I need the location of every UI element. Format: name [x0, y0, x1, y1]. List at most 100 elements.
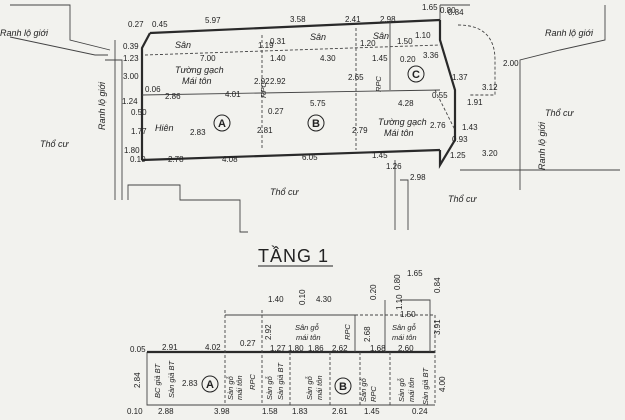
dim-label: 0.93: [452, 135, 468, 144]
dim-label: 0.05: [130, 345, 146, 354]
tin-roof-label: mái tôn: [315, 375, 324, 400]
wall-label: Tường gạch: [175, 65, 224, 75]
dim-label: 2.83: [190, 128, 206, 137]
dim-label: 4.30: [316, 295, 332, 304]
porch-label: Hiên: [155, 123, 174, 133]
tin-roof-label: mái tôn: [296, 333, 321, 342]
dim-label: 1.20: [360, 39, 376, 48]
dim-label: 2.91: [162, 343, 178, 352]
dim-label: 1.68: [370, 344, 386, 353]
dim-label: 2.65: [348, 73, 364, 82]
dim-label: 1.27: [270, 344, 286, 353]
dim-label: 0.84: [448, 8, 464, 17]
dim-label: 0.80: [440, 6, 456, 15]
dim-label: 1.50: [400, 310, 416, 319]
road-boundary-label: Ranh lộ giới: [537, 121, 547, 170]
roof-label: Mái tôn: [384, 128, 414, 138]
dim-label: 1.10: [395, 294, 404, 310]
dim-label: 1.45: [364, 407, 380, 416]
lower-plan-dimensions: 1.65 0.80 0.84 0.20 0.10 1.40 4.30 1.50 …: [127, 269, 447, 416]
dim-label: 0.10: [130, 155, 146, 164]
dim-label: 1.80: [288, 344, 304, 353]
dim-label: 4.02: [205, 343, 221, 352]
residential-land-label: Thổ cư: [40, 139, 70, 149]
dim-label: 7.00: [200, 54, 216, 63]
tin-roof-label: mái tôn: [407, 377, 416, 402]
dim-label: 2.79: [352, 126, 368, 135]
dim-label: 2.83: [182, 379, 198, 388]
dim-label: 1.45: [372, 54, 388, 63]
dim-label: 0.27: [268, 107, 284, 116]
dim-label: 0.27: [240, 339, 256, 348]
fake-concrete-floor-label: Sàn giả BT: [421, 366, 430, 405]
dim-label: 2.81: [257, 126, 273, 135]
road-boundary-label: Ranh lộ giới: [545, 28, 594, 38]
yard-label: Sân: [373, 31, 389, 41]
dim-label: 3.98: [214, 407, 230, 416]
rpc-label: RPC: [374, 76, 383, 92]
dim-label: 2.92: [254, 77, 270, 86]
dim-label: 3.91: [433, 319, 442, 335]
dim-label: 1.24: [122, 97, 138, 106]
dim-label: 1.86: [308, 344, 324, 353]
wall-label: Tường gạch: [378, 117, 427, 127]
dim-label: 1.45: [372, 151, 388, 160]
dim-label: 2.92: [264, 324, 273, 340]
dim-label: 4.08: [222, 155, 238, 164]
dim-label: 2.61: [332, 407, 348, 416]
fake-concrete-floor-label: Sàn giả BT: [167, 359, 176, 398]
road-boundary-label: Ranh lộ giới: [0, 28, 49, 38]
dim-label: 6.05: [302, 153, 318, 162]
dim-label: 1.26: [386, 162, 402, 171]
rpc-label: RPC: [343, 324, 352, 340]
dim-label: 1.10: [415, 31, 431, 40]
dim-label: 0.24: [412, 407, 428, 416]
upper-plan-labels: Sân Sân Sân Tường gạch Mái tôn Tường gạc…: [0, 28, 594, 204]
residential-land-label: Thổ cư: [270, 187, 300, 197]
rpc-label: RPC: [259, 82, 268, 98]
marker-a: A: [218, 118, 226, 130]
dim-label: 1.25: [450, 151, 466, 160]
dim-label: 1.40: [270, 54, 286, 63]
floor-title: TẦNG 1: [258, 245, 329, 266]
dim-label: 1.91: [467, 98, 483, 107]
dim-label: 3.20: [482, 149, 498, 158]
marker-b: B: [339, 381, 347, 393]
dim-label: 2.00: [503, 59, 519, 68]
dim-label: 0.10: [127, 407, 143, 416]
dim-label: 2.62: [332, 344, 348, 353]
lower-plan-labels: Sân gỗ mái tôn Sân gỗ mái tôn BC giả BT …: [153, 323, 430, 405]
dim-label: 3.58: [290, 15, 306, 24]
dim-label: 5.75: [310, 99, 326, 108]
upper-plan-walls: [140, 18, 457, 169]
wood-floor-label: Sân gỗ: [392, 323, 417, 332]
wood-floor-label: Sàn gỗ: [265, 375, 274, 400]
tin-roof-label: mái tôn: [392, 333, 417, 342]
dim-label: 4.00: [438, 376, 447, 392]
lower-unit-markers: A B: [201, 375, 352, 395]
road-boundary-label: Ranh lộ giới: [97, 81, 107, 130]
dim-label: 3.36: [423, 51, 439, 60]
dim-label: 0.84: [433, 277, 442, 293]
dim-label: 0.45: [152, 20, 168, 29]
unit-markers: A B C: [213, 65, 425, 132]
dim-label: 1.65: [407, 269, 423, 278]
dim-label: 1.37: [452, 73, 468, 82]
dim-label: 1.43: [462, 123, 478, 132]
marker-b: B: [312, 118, 320, 130]
dim-label: 1.40: [268, 295, 284, 304]
lower-plan-walls: [146, 299, 436, 406]
dim-label: 1.23: [123, 54, 139, 63]
yard-label: Sân: [310, 32, 326, 42]
dim-label: 1.80: [124, 146, 140, 155]
dim-label: 3.12: [482, 83, 498, 92]
dim-label: 0.27: [128, 20, 144, 29]
dim-label: 2.68: [363, 326, 372, 342]
dim-label: 2.98: [380, 15, 396, 24]
dim-label: 4.28: [398, 99, 414, 108]
dim-label: 4.01: [225, 90, 241, 99]
tin-roof-label: mái tôn: [235, 375, 244, 400]
dim-label: 0.50: [131, 108, 147, 117]
wood-floor-label: Sàn gỗ: [397, 377, 406, 402]
